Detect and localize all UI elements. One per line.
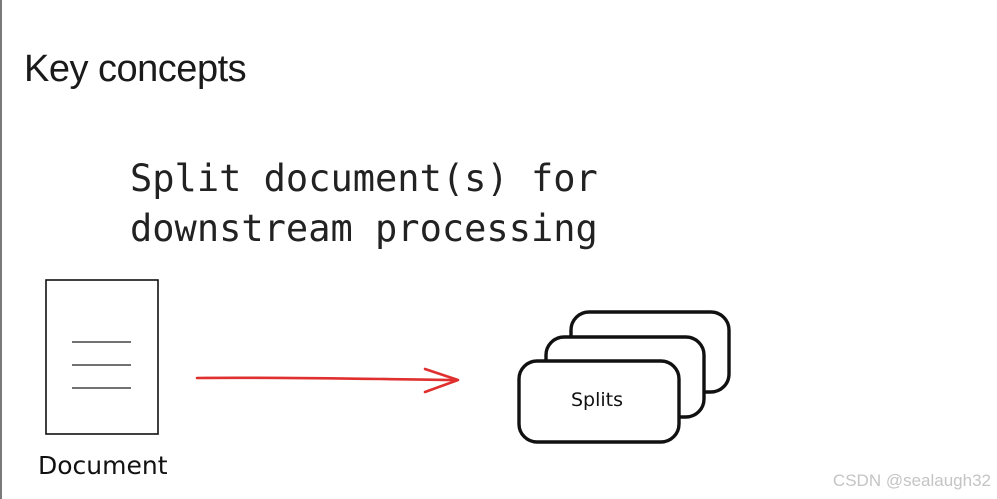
subtitle-line-1: Split document(s) for bbox=[130, 157, 598, 200]
slide-subtitle: Split document(s) for downstream process… bbox=[130, 154, 598, 254]
document-label: Document bbox=[38, 451, 168, 480]
slide-heading: Key concepts bbox=[24, 48, 247, 90]
splits-stack bbox=[517, 310, 731, 444]
left-border bbox=[0, 0, 2, 499]
document-icon bbox=[45, 279, 159, 435]
arrow-icon bbox=[195, 367, 460, 394]
splits-label: Splits bbox=[571, 389, 623, 411]
subtitle-line-2: downstream processing bbox=[130, 207, 598, 250]
watermark: CSDN @sealaugh32 bbox=[832, 471, 991, 490]
split-card-front bbox=[517, 359, 681, 444]
